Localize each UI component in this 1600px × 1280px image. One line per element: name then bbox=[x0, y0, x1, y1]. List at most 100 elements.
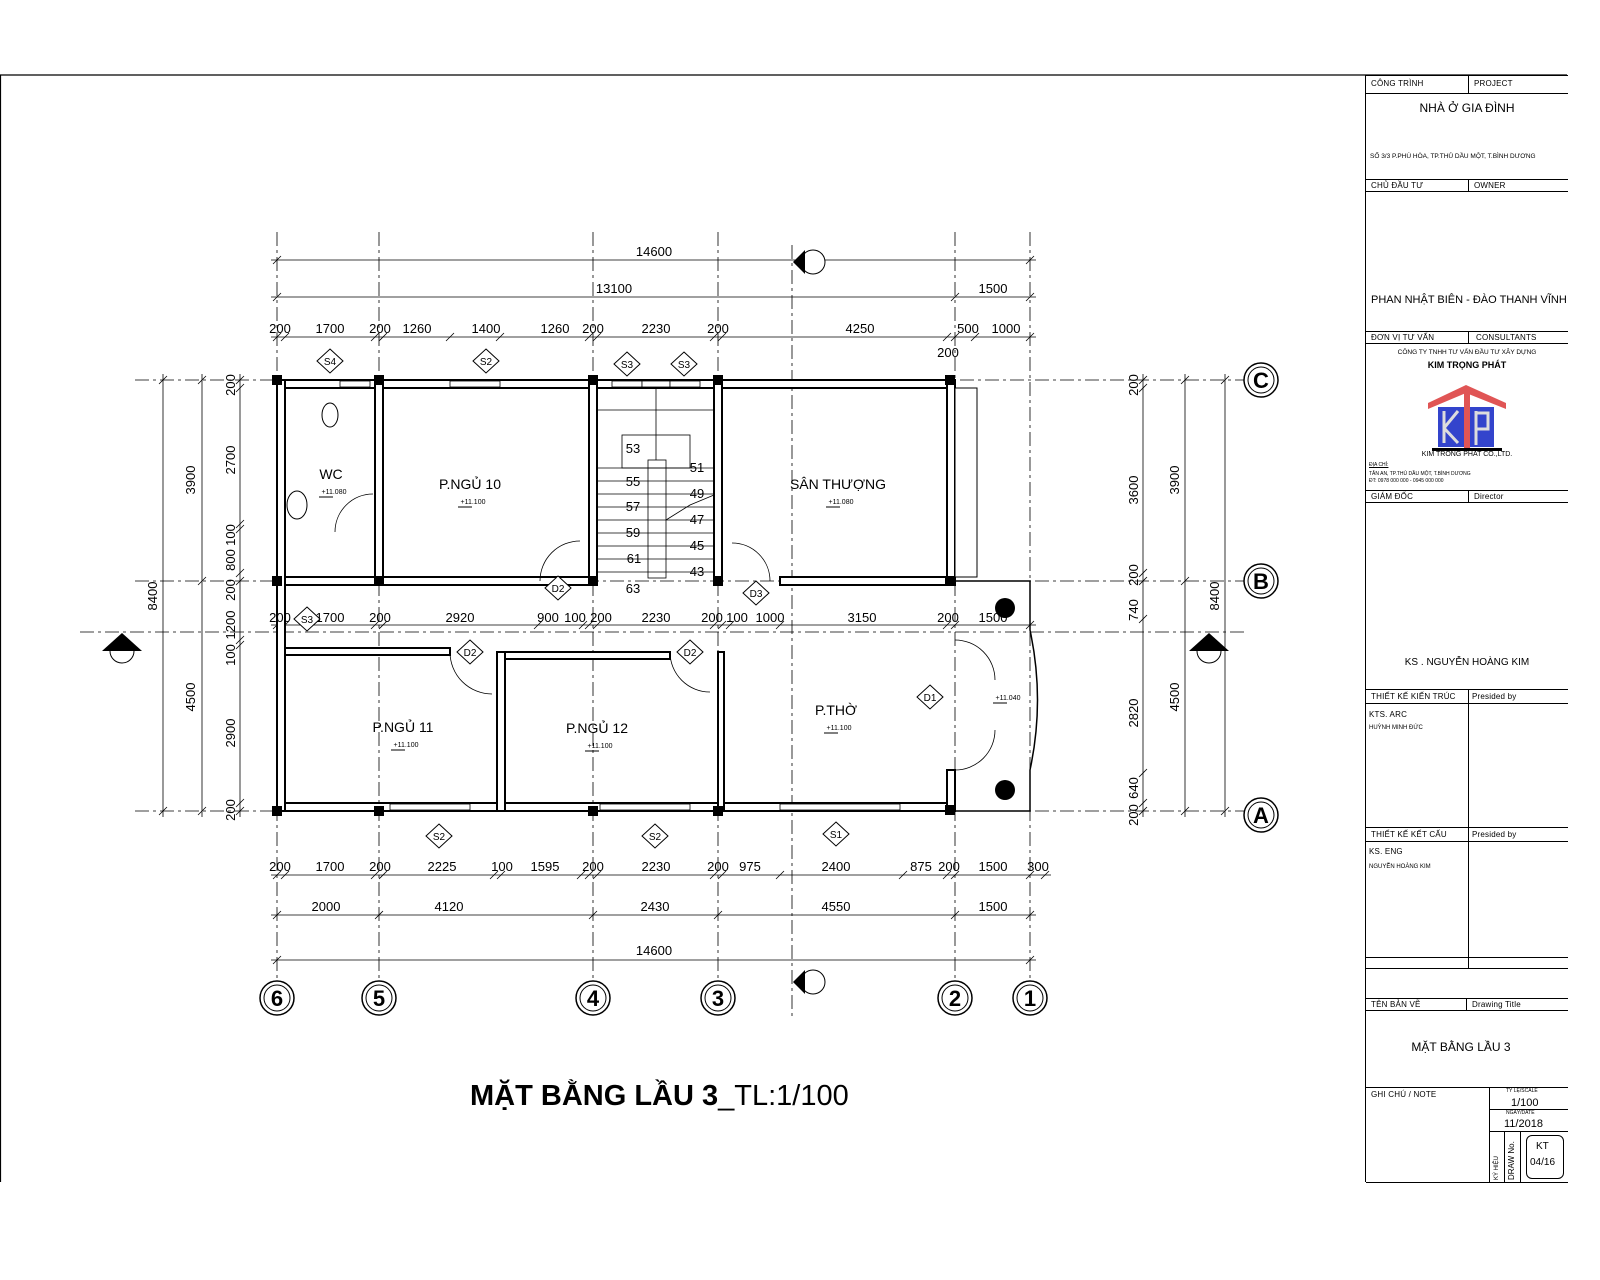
dimension-tick bbox=[1025, 870, 1035, 880]
wall bbox=[496, 651, 506, 812]
draw-number: 04/16 bbox=[1530, 1157, 1556, 1168]
dim-text: 200 bbox=[1126, 564, 1141, 586]
dimension-tick bbox=[197, 576, 207, 586]
dimension-tick bbox=[942, 620, 952, 630]
column bbox=[374, 375, 384, 385]
grid-label-A: A bbox=[1253, 803, 1269, 828]
dim-text: 200 bbox=[269, 859, 291, 874]
tag-diamond bbox=[916, 684, 944, 710]
window-tag: S3 bbox=[678, 360, 691, 371]
grid-bubble bbox=[575, 980, 611, 1016]
title-block: CÔNG TRÌNH PROJECT NHÀ Ở GIA ĐÌNH SỐ 3/3… bbox=[1365, 75, 1568, 1183]
dim-text: 100 bbox=[726, 610, 748, 625]
grid-bubble bbox=[1243, 563, 1279, 599]
grid-bubble bbox=[937, 980, 973, 1016]
dim-text: 100 bbox=[223, 644, 238, 666]
grid-label-B: B bbox=[1253, 569, 1269, 594]
room-level: +11.080 bbox=[829, 499, 854, 506]
column bbox=[945, 576, 955, 586]
room-level: +11.100 bbox=[394, 742, 419, 749]
dim-text: 200 bbox=[590, 610, 612, 625]
arch-label: THIẾT KẾ KIẾN TRÚC bbox=[1371, 692, 1456, 701]
dimension-tick bbox=[197, 806, 207, 816]
dimension-tick bbox=[592, 332, 602, 342]
stair-step-number: 55 bbox=[626, 474, 640, 489]
wall bbox=[717, 651, 725, 812]
dim-text: 2900 bbox=[223, 719, 238, 748]
tag-diamond bbox=[316, 348, 344, 374]
room-name: P.NGỦ 11 bbox=[373, 718, 434, 735]
grid-bubble-inner bbox=[579, 984, 607, 1012]
dimension-tick bbox=[709, 620, 719, 630]
grid-bubble bbox=[1012, 980, 1048, 1016]
dimension-tick bbox=[235, 383, 245, 393]
drawing-title-main: MẶT BẰNG LẦU 3 bbox=[470, 1080, 719, 1112]
dim-text: 100 bbox=[564, 610, 586, 625]
draw-code: KT bbox=[1536, 1141, 1549, 1152]
grid-label-1: 1 bbox=[1024, 986, 1036, 1011]
dim-text: 200 bbox=[223, 579, 238, 601]
dim-text: 1400 bbox=[472, 321, 501, 336]
column-round bbox=[995, 598, 1015, 618]
grid-bubble bbox=[1243, 797, 1279, 833]
stair-step-number: 43 bbox=[690, 564, 704, 579]
dimension-tick bbox=[584, 870, 594, 880]
dim-text: 1500 bbox=[979, 899, 1008, 914]
planter-box bbox=[954, 387, 978, 578]
dim-text: 2225 bbox=[428, 859, 457, 874]
door-tag: D2 bbox=[464, 648, 477, 659]
dim-text: 1000 bbox=[756, 610, 785, 625]
grid-bubble bbox=[361, 980, 397, 1016]
drawing-title-label-en: Drawing Title bbox=[1472, 1000, 1521, 1009]
project-name: NHÀ Ở GIA ĐÌNH bbox=[1419, 101, 1515, 115]
room-level: +11.100 bbox=[827, 725, 852, 732]
stair-step-number: 53 bbox=[626, 441, 640, 456]
date-label: NGÀY/DATE bbox=[1506, 1110, 1535, 1116]
owner-label-en: OWNER bbox=[1474, 181, 1506, 190]
dimension-tick bbox=[576, 870, 586, 880]
staircase bbox=[597, 388, 715, 579]
dim-text: 2920 bbox=[446, 610, 475, 625]
wall bbox=[499, 651, 671, 660]
dimension-tick bbox=[1138, 614, 1148, 624]
dimension-tick bbox=[158, 806, 168, 816]
tag-diamond bbox=[742, 580, 770, 606]
dim-text: 200 bbox=[582, 859, 604, 874]
room-level: +11.100 bbox=[588, 743, 613, 750]
company-phone: ĐT: 0978 000 000 - 0945 000 000 bbox=[1369, 478, 1444, 484]
door-swing bbox=[669, 651, 711, 693]
struct-title: KS. ENG bbox=[1369, 847, 1403, 856]
grid-bubble-inner bbox=[1247, 801, 1275, 829]
dimension-lines bbox=[158, 255, 1230, 965]
dim-text: 200 bbox=[223, 799, 238, 821]
stair-step-number: 63 bbox=[626, 581, 640, 596]
dimension-tick bbox=[378, 620, 388, 630]
dim-text: 200 bbox=[269, 610, 291, 625]
window-tag: S2 bbox=[433, 832, 446, 843]
dimension-tick bbox=[584, 332, 594, 342]
column bbox=[588, 576, 598, 586]
dim-text: 14600 bbox=[636, 244, 672, 259]
door-tag: D3 bbox=[750, 589, 763, 600]
stair-step-number: 61 bbox=[627, 551, 641, 566]
dimension-tick bbox=[950, 292, 960, 302]
dimension-tick bbox=[592, 870, 602, 880]
dimension-tick bbox=[950, 870, 960, 880]
dimension-tick bbox=[1025, 255, 1035, 265]
window bbox=[599, 803, 691, 811]
dim-text: 1700 bbox=[316, 859, 345, 874]
dim-text: 1500 bbox=[979, 859, 1008, 874]
tag-diamond bbox=[544, 575, 572, 601]
dim-text: 200 bbox=[707, 321, 729, 336]
section-arrow bbox=[793, 970, 805, 994]
dimension-tick bbox=[378, 332, 388, 342]
dim-text: 900 bbox=[537, 610, 559, 625]
dimension-tick bbox=[235, 640, 245, 650]
dimension-tick bbox=[489, 870, 499, 880]
project-label-en: PROJECT bbox=[1474, 79, 1513, 88]
dimension-tick bbox=[942, 870, 952, 880]
column bbox=[945, 805, 955, 815]
dimension-tick bbox=[592, 620, 602, 630]
dim-text: 1700 bbox=[316, 321, 345, 336]
